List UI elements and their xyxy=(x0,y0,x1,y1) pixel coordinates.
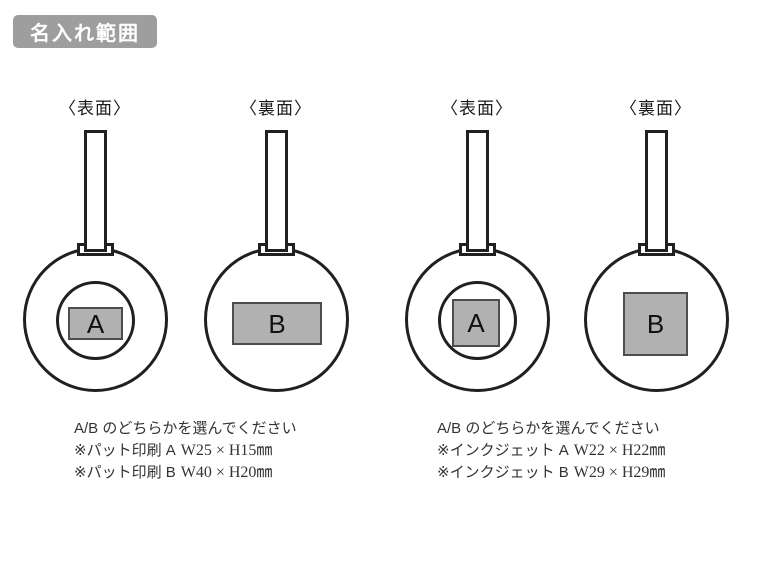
option-a-method: ※インクジェット A xyxy=(437,442,569,459)
print-area-b: B xyxy=(232,302,322,345)
surface-label: 〈表面〉 xyxy=(441,99,513,118)
back-label: 〈裏面〉 xyxy=(620,99,692,118)
print-area-b: B xyxy=(623,292,688,356)
print-area-letter: A xyxy=(467,308,485,338)
print-area-letter: B xyxy=(268,308,286,339)
print-area-a: A xyxy=(68,307,123,340)
option-b-size: W29 × H29㎜ xyxy=(573,464,666,481)
print-area-a: A xyxy=(452,299,500,347)
mirror-pad-print-back: 〈裏面〉 B xyxy=(191,90,361,425)
mirror-pad-print-front: 〈表面〉 A xyxy=(10,90,180,425)
mirror-handle xyxy=(465,130,489,252)
option-a-size: W22 × H22㎜ xyxy=(573,442,666,459)
mirror-inkjet-back: 〈裏面〉 B xyxy=(571,90,741,425)
mirror-inkjet-front: 〈表面〉 A xyxy=(392,90,562,425)
choose-instruction: A/B のどちらかを選んでください xyxy=(74,420,297,437)
option-b-method: ※インクジェット B xyxy=(437,464,569,481)
back-label: 〈裏面〉 xyxy=(240,99,312,118)
mirror-handle xyxy=(264,130,288,252)
surface-label: 〈表面〉 xyxy=(59,99,131,118)
title-badge: 名入れ範囲 xyxy=(13,15,157,48)
option-a-method: ※パット印刷 A xyxy=(74,442,176,459)
title-badge-label: 名入れ範囲 xyxy=(30,23,140,45)
choose-instruction: A/B のどちらかを選んでください xyxy=(437,420,660,437)
print-area-letter: B xyxy=(646,309,665,339)
option-b-size: W40 × H20㎜ xyxy=(180,464,273,481)
mirror-handle xyxy=(644,130,668,252)
option-a-size: W25 × H15㎜ xyxy=(180,442,273,459)
mirror-handle xyxy=(83,130,107,252)
print-area-letter: A xyxy=(86,308,105,339)
option-b-method: ※パット印刷 B xyxy=(74,464,176,481)
